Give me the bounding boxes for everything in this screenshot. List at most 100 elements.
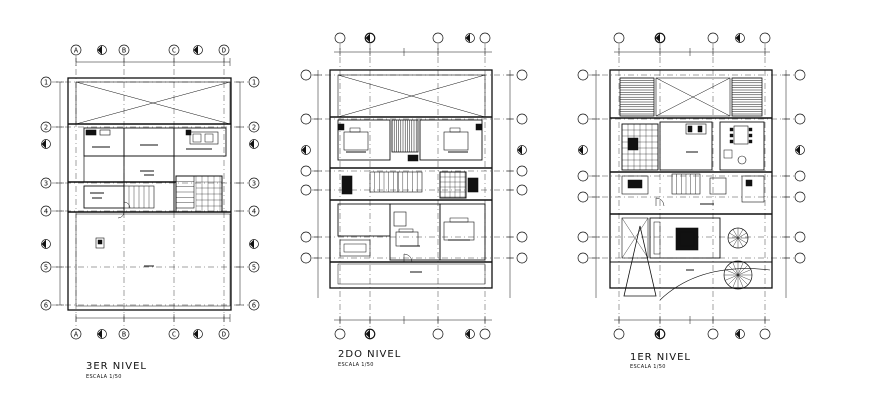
section-mark	[735, 329, 745, 339]
axis-bubble	[613, 328, 625, 340]
axis-bubble-4: 4	[248, 205, 260, 217]
plan-scale-2do-nivel: ESCALA 1/50	[338, 362, 374, 368]
axis-bubble-3: 3	[248, 177, 260, 189]
plan-2do-nivel	[300, 32, 528, 340]
axis-bubble-a: A	[70, 328, 82, 340]
section-mark	[193, 329, 203, 339]
axis-bubble	[300, 252, 312, 264]
axis-bubble	[432, 328, 444, 340]
axis-bubble	[577, 170, 589, 182]
plan-1er-nivel	[577, 32, 806, 340]
axis-bubble	[300, 165, 312, 177]
section-mark	[97, 45, 107, 55]
axis-bubble	[516, 165, 528, 177]
section-mark	[795, 145, 805, 155]
svg-text:4: 4	[252, 207, 256, 215]
axis-bubble	[707, 328, 719, 340]
svg-text:5: 5	[44, 263, 48, 271]
axis-bubble-b: B	[118, 328, 130, 340]
axis-bubble	[794, 191, 806, 203]
svg-text:1: 1	[252, 78, 256, 86]
axis-bubble	[794, 231, 806, 243]
section-mark	[655, 33, 665, 43]
section-mark	[578, 145, 588, 155]
axis-bubble	[577, 252, 589, 264]
axis-bubble	[794, 113, 806, 125]
axis-bubble	[759, 32, 771, 44]
axis-bubble	[334, 328, 346, 340]
section-mark	[193, 45, 203, 55]
plan-title-1er-nivel: 1ER NIVEL	[630, 352, 691, 363]
section-mark	[655, 329, 665, 339]
axis-bubble-d: D	[218, 44, 230, 56]
axis-bubble	[577, 113, 589, 125]
axis-bubble-6: 6	[40, 299, 52, 311]
section-mark	[249, 239, 259, 249]
axis-bubble	[334, 32, 346, 44]
section-mark	[365, 33, 375, 43]
section-mark	[97, 329, 107, 339]
svg-text:B: B	[122, 330, 126, 338]
plan-3er-nivel: A A B B C C D D 1 1 2 2 3 3 4 4 5 5 6 6	[40, 44, 260, 340]
svg-text:5: 5	[252, 263, 256, 271]
section-mark	[249, 139, 259, 149]
axis-bubble	[794, 252, 806, 264]
svg-text:3: 3	[44, 179, 48, 187]
svg-text:3: 3	[252, 179, 256, 187]
svg-text:D: D	[222, 330, 226, 338]
axis-bubble-4: 4	[40, 205, 52, 217]
axis-bubble	[613, 32, 625, 44]
axis-bubble	[516, 69, 528, 81]
axis-bubble-5: 5	[40, 261, 52, 273]
axis-bubble	[759, 328, 771, 340]
svg-text:2: 2	[44, 123, 48, 131]
section-mark	[517, 145, 527, 155]
section-mark	[465, 329, 475, 339]
svg-text:A: A	[74, 46, 79, 54]
svg-text:D: D	[222, 46, 226, 54]
axis-bubble	[300, 113, 312, 125]
axis-bubble	[707, 32, 719, 44]
axis-bubble	[516, 252, 528, 264]
axis-bubble	[516, 113, 528, 125]
section-mark	[301, 145, 311, 155]
section-mark	[735, 33, 745, 43]
svg-text:6: 6	[44, 301, 48, 309]
section-mark	[41, 139, 51, 149]
axis-bubble	[432, 32, 444, 44]
axis-bubble	[794, 69, 806, 81]
svg-text:C: C	[172, 46, 176, 54]
svg-text:C: C	[172, 330, 176, 338]
axis-bubble-2: 2	[248, 121, 260, 133]
axis-bubble	[300, 184, 312, 196]
axis-bubble-1: 1	[40, 76, 52, 88]
axis-bubble	[516, 231, 528, 243]
axis-bubble	[794, 170, 806, 182]
axis-bubble-b: B	[118, 44, 130, 56]
axis-bubble	[577, 191, 589, 203]
axis-bubble	[516, 184, 528, 196]
axis-bubble	[479, 328, 491, 340]
svg-text:A: A	[74, 330, 79, 338]
axis-bubble	[577, 69, 589, 81]
axis-bubble-c: C	[168, 328, 180, 340]
axis-bubble	[479, 32, 491, 44]
svg-text:B: B	[122, 46, 126, 54]
section-mark	[465, 33, 475, 43]
svg-text:1: 1	[44, 78, 48, 86]
axis-bubble-6: 6	[248, 299, 260, 311]
axis-bubble-d: D	[218, 328, 230, 340]
section-mark	[365, 329, 375, 339]
axis-bubble	[300, 69, 312, 81]
axis-bubble-2: 2	[40, 121, 52, 133]
svg-text:6: 6	[252, 301, 256, 309]
plan-title-2do-nivel: 2DO NIVEL	[338, 349, 402, 360]
axis-bubble-5: 5	[248, 261, 260, 273]
axis-bubble-a: A	[70, 44, 82, 56]
plan-scale-3er-nivel: ESCALA 1/50	[86, 374, 122, 380]
svg-text:4: 4	[44, 207, 48, 215]
plan-title-3er-nivel: 3ER NIVEL	[86, 361, 147, 372]
axis-bubble	[300, 231, 312, 243]
svg-text:2: 2	[252, 123, 256, 131]
